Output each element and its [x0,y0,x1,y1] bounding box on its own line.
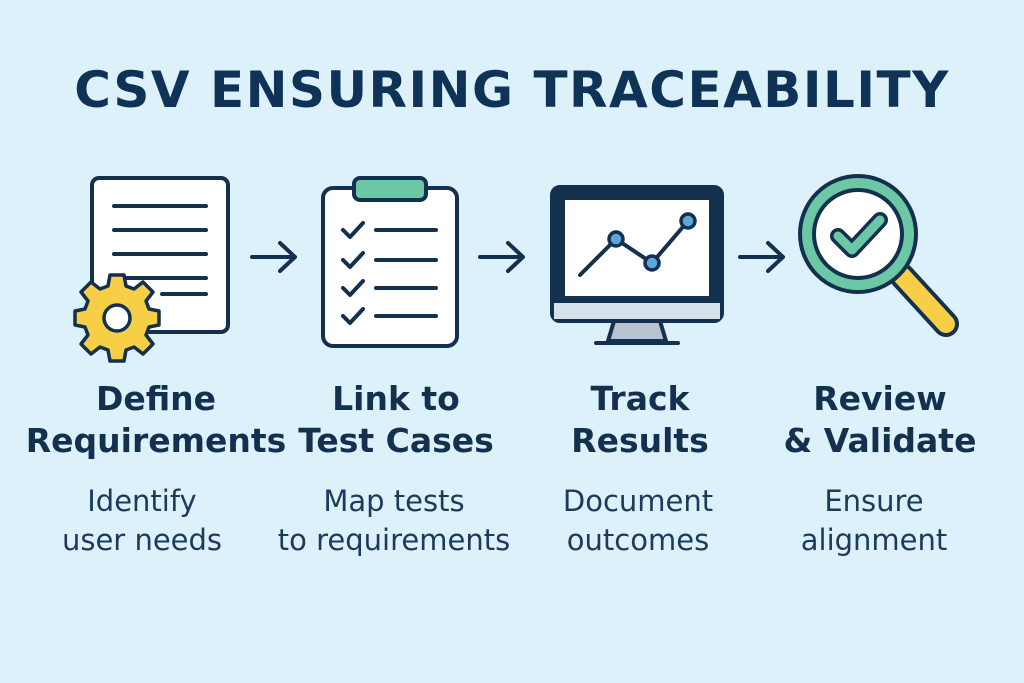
step-title-line: Requirements [25,421,287,460]
step-title-line: & Validate [783,421,977,460]
checklist-clipboard-icon [321,176,459,348]
step-description-track-results: Document outcomes [520,482,756,560]
step-title-line: Track [590,379,690,418]
step-title-line: Link to [332,379,460,418]
step-title-line: Define [95,379,217,418]
step-title-track-results: Track Results [520,378,760,462]
document-gear-icon [73,176,230,363]
step-description-line: alignment [800,523,948,557]
step-title-review-validate: Review & Validate [760,378,1000,462]
step-description-review-validate: Ensure alignment [754,482,994,560]
monitor-chart-icon [550,185,724,345]
step-title-link-to-test-cases: Link to Test Cases [274,378,518,462]
step-title-define-requirements: Define Requirements [22,378,290,462]
page-title: CSV ENSURING TRACEABILITY [74,61,950,119]
gear-icon [73,273,161,363]
step-description-line: Document [562,484,714,518]
right-arrow-icon [250,241,297,273]
right-arrow-icon [478,241,525,273]
step-title-line: Results [571,421,709,460]
step-description-line: outcomes [566,523,710,557]
step-description-line: Map tests [323,484,465,518]
step-description-line: Identify [87,484,197,518]
step-title-line: Test Cases [298,421,494,460]
step-description-define-requirements: Identify user needs [22,482,262,560]
step-description-line: to requirements [277,523,511,557]
step-title-line: Review [813,379,947,418]
step-description-link-to-test-cases: Map tests to requirements [266,482,522,560]
right-arrow-icon [738,241,785,273]
step-description-line: Ensure [824,484,924,518]
magnifier-check-icon [798,174,959,337]
step-description-line: user needs [61,523,223,557]
